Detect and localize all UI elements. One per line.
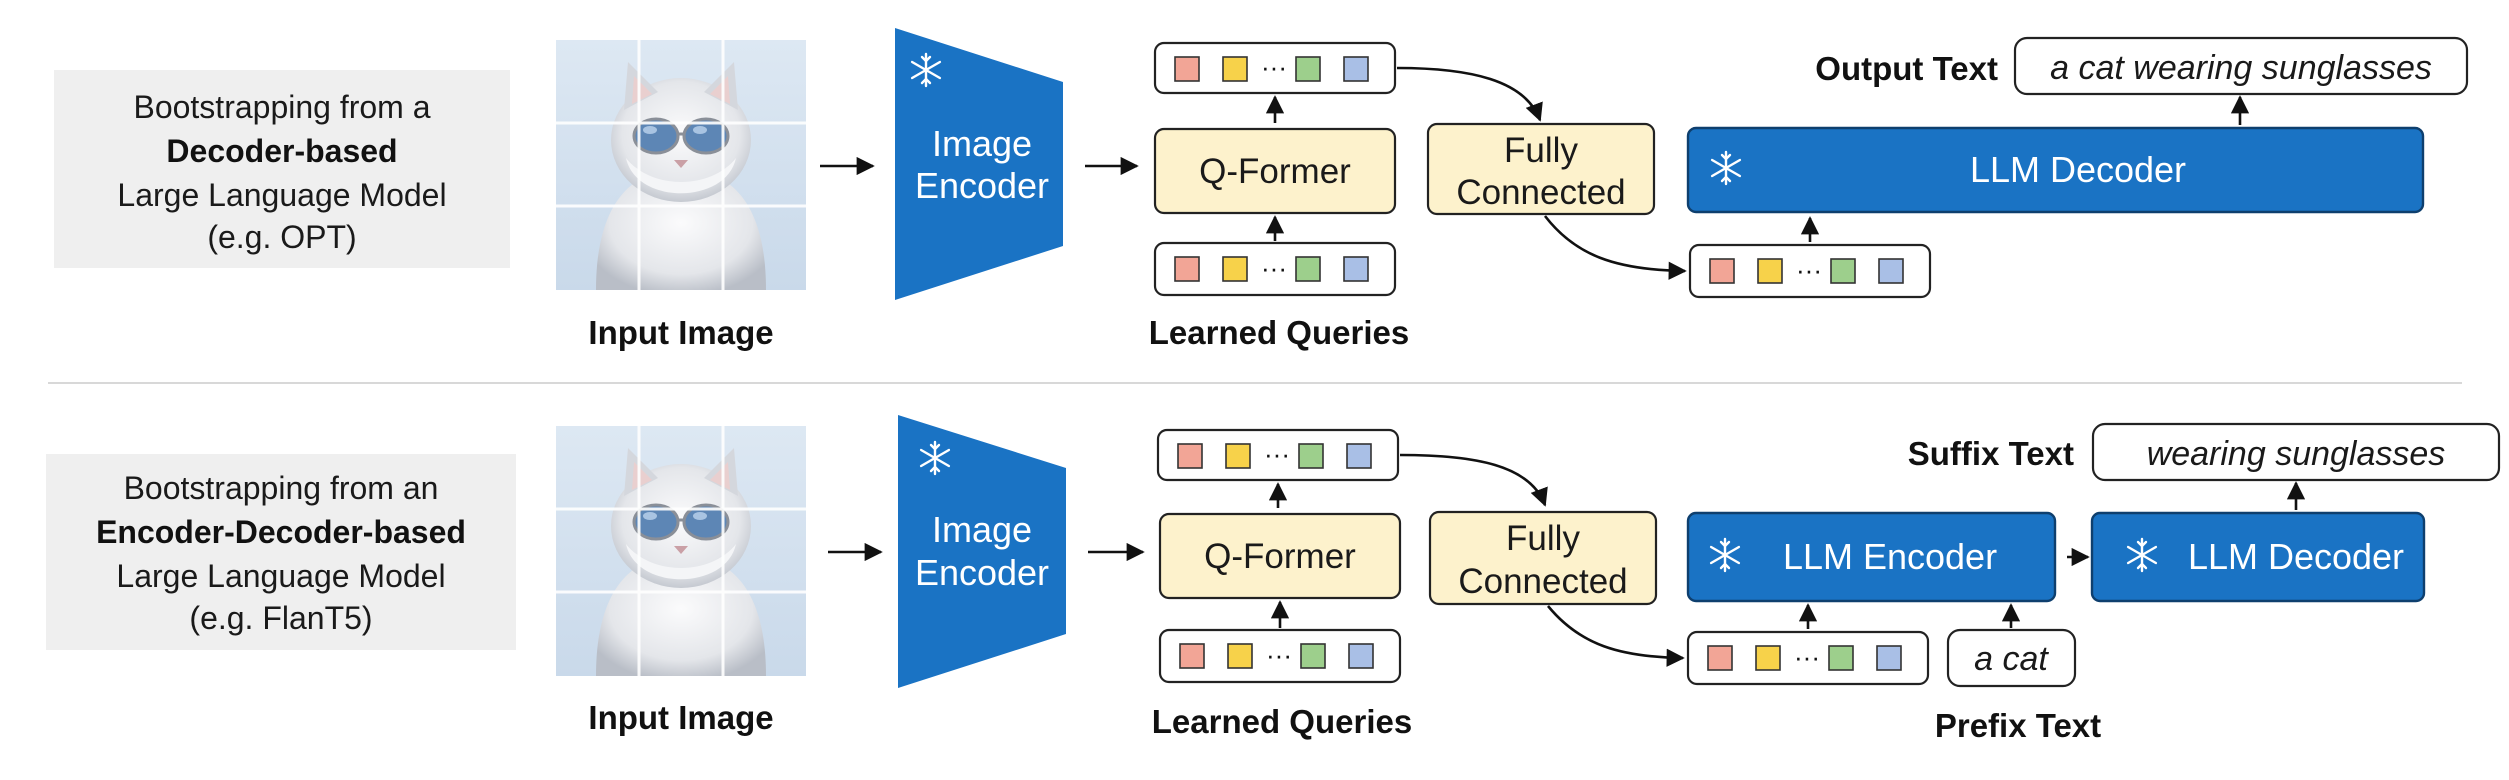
top-llm-decoder <box>1686 126 2425 214</box>
arrow-icon <box>1396 66 1543 122</box>
bottom-prefix-label: Prefix Text <box>1935 707 2101 744</box>
bottom-description-box <box>46 454 516 650</box>
top-queries-caption: Learned Queries <box>1149 314 1409 351</box>
bottom-description-line1: Bootstrapping from an <box>124 470 439 506</box>
bottom-llm-encoder <box>1686 511 2057 603</box>
top-image-encoder-line1: Image <box>932 123 1032 164</box>
bottom-fully-connected-line1: Fully <box>1506 519 1580 558</box>
bottom-learned-queries: ··· <box>1158 628 1402 684</box>
bottom-prefix-text: a cat <box>1974 640 2049 678</box>
top-image-encoder <box>895 28 1063 300</box>
bottom-suffix-text: wearing sunglasses <box>2147 435 2446 473</box>
top-input-caption: Input Image <box>588 314 773 351</box>
bottom-qformer-label: Q-Former <box>1204 537 1356 576</box>
bottom-fully-connected <box>1428 510 1658 606</box>
svg-text:···: ··· <box>1261 52 1287 82</box>
top-description-box <box>54 70 510 268</box>
top-image-encoder-line2: Encoder <box>915 165 1049 206</box>
top-description-line3: Large Language Model <box>117 177 446 213</box>
bottom-pipeline: Bootstrapping from an Encoder-Decoder-ba… <box>46 415 2501 744</box>
bottom-input-caption: Input Image <box>588 699 773 736</box>
top-qformer <box>1153 127 1397 215</box>
arrow-icon <box>1399 453 1548 507</box>
bottom-llm-decoder-label: LLM Decoder <box>2188 536 2404 577</box>
bottom-fully-connected-line2: Connected <box>1458 562 1627 601</box>
bottom-image-encoder <box>898 415 1066 688</box>
bottom-qformer <box>1158 512 1402 600</box>
bottom-suffix-text-box <box>2091 422 2501 482</box>
top-fully-connected-line1: Fully <box>1504 131 1578 170</box>
bottom-soft-prompt-tokens: ··· <box>1686 630 1930 686</box>
bottom-prefix-text-box <box>1946 628 2077 688</box>
top-query-output-tokens: ··· <box>1153 41 1397 95</box>
top-output-label: Output Text <box>1815 50 1998 87</box>
top-learned-queries: ··· <box>1153 241 1397 297</box>
bottom-queries-caption: Learned Queries <box>1152 703 1412 740</box>
svg-text:···: ··· <box>1794 642 1820 672</box>
top-output-text: a cat wearing sunglasses <box>2050 49 2432 87</box>
top-input-image <box>555 40 807 290</box>
top-fully-connected <box>1426 122 1656 216</box>
bottom-image-encoder-line1: Image <box>932 509 1032 550</box>
top-description-line2: Decoder-based <box>166 133 397 169</box>
svg-text:···: ··· <box>1796 255 1822 285</box>
bottom-input-image <box>555 426 807 676</box>
bottom-image-encoder-line2: Encoder <box>915 552 1049 593</box>
bottom-suffix-label: Suffix Text <box>1908 435 2074 472</box>
bottom-llm-encoder-label: LLM Encoder <box>1783 536 1997 577</box>
top-description-line4: (e.g. OPT) <box>207 219 356 255</box>
svg-text:···: ··· <box>1261 253 1287 283</box>
bottom-query-output-tokens: ··· <box>1156 428 1400 482</box>
top-description-line1: Bootstrapping from a <box>133 89 430 125</box>
arrow-icon <box>1543 215 1687 280</box>
bottom-description-line4: (e.g. FlanT5) <box>189 600 372 636</box>
svg-text:···: ··· <box>1266 640 1292 670</box>
top-soft-prompt-tokens: ··· <box>1688 243 1932 299</box>
bottom-description-line3: Large Language Model <box>116 558 445 594</box>
bottom-description-line2: Encoder-Decoder-based <box>96 514 466 550</box>
top-pipeline: Bootstrapping from a Decoder-based Large… <box>54 28 2469 351</box>
arrow-icon <box>1546 605 1685 667</box>
top-qformer-label: Q-Former <box>1199 152 1351 191</box>
top-output-text-box <box>2013 36 2469 96</box>
bottom-llm-decoder <box>2090 511 2426 603</box>
top-llm-decoder-label: LLM Decoder <box>1970 149 2186 190</box>
svg-text:···: ··· <box>1264 439 1290 469</box>
top-fully-connected-line2: Connected <box>1456 173 1625 212</box>
